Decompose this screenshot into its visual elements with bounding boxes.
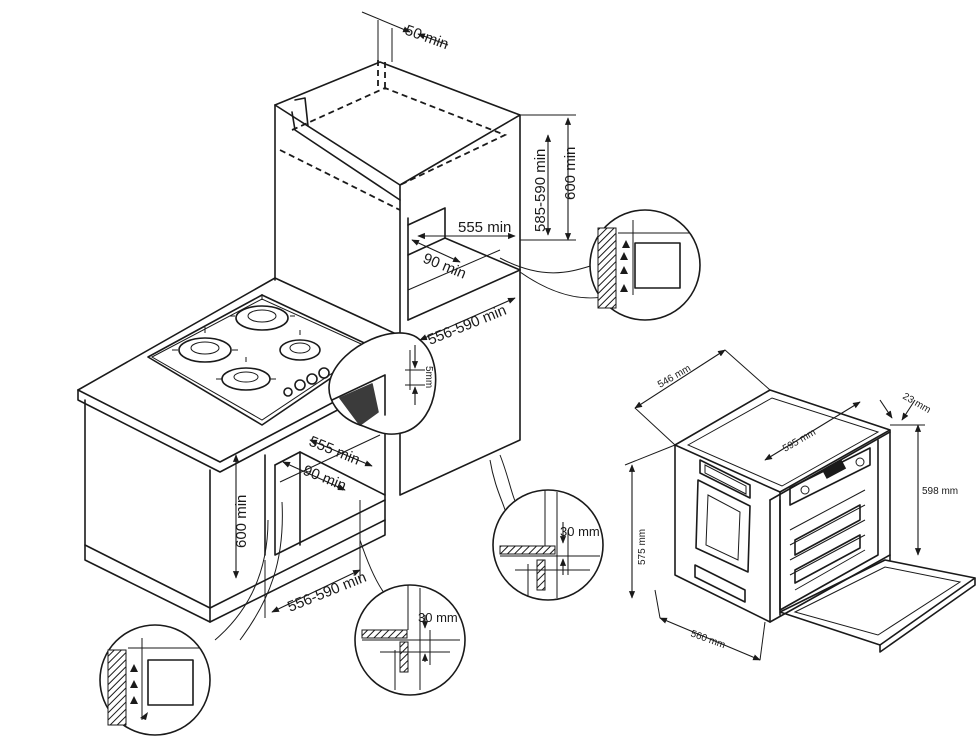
oven-door-thickness-label: 23 mm [901,391,933,416]
top-gap-label: 50 min [403,22,451,53]
oven-total-height-label: 598 mm [922,486,958,497]
unit-niche-depth-label: 555 min [307,433,363,469]
unit-niche-height-label: 600 min [233,495,250,548]
column-niche-height-total-label: 600 min [562,147,579,200]
oven-front-width-label: 595 mm [781,427,818,455]
unit-niche-side-gap-label: 90 min [301,462,349,495]
column-niche-height-range-label: 585-590 min [532,149,549,232]
oven [674,389,976,653]
hob-knobs [283,367,330,397]
column-niche-width-label: 556-590 min [425,302,509,349]
lower-left-leader [239,501,283,641]
right-detail-circle: 30 mm [492,489,604,601]
oven-body-height-label: 575 mm [637,529,648,565]
unit-niche-width-label: 556-590 min [285,569,369,616]
column-niche-dimensions: 555 min 90 min 585-590 min 600 min 556-5… [411,114,579,349]
upper-detail-circle [589,209,701,321]
cutout-detail: 5mm [328,332,437,435]
oven-body-width-label: 560 mm [689,628,727,651]
bottom-gap-label: 30 mm [418,610,458,625]
worktop-unit [77,277,421,623]
cutout-gap-label: 5mm [423,366,434,388]
hob-burners [172,294,321,391]
top-gap-dimension: 50 min [361,11,451,62]
lower-left-detail-circle [99,624,211,736]
column-niche-depth-label: 555 min [458,219,511,236]
right-gap-label: 30 mm [560,524,600,539]
bottom-detail-circle: 30 mm [354,584,466,696]
oven-depth-label: 546 mm [656,363,693,391]
